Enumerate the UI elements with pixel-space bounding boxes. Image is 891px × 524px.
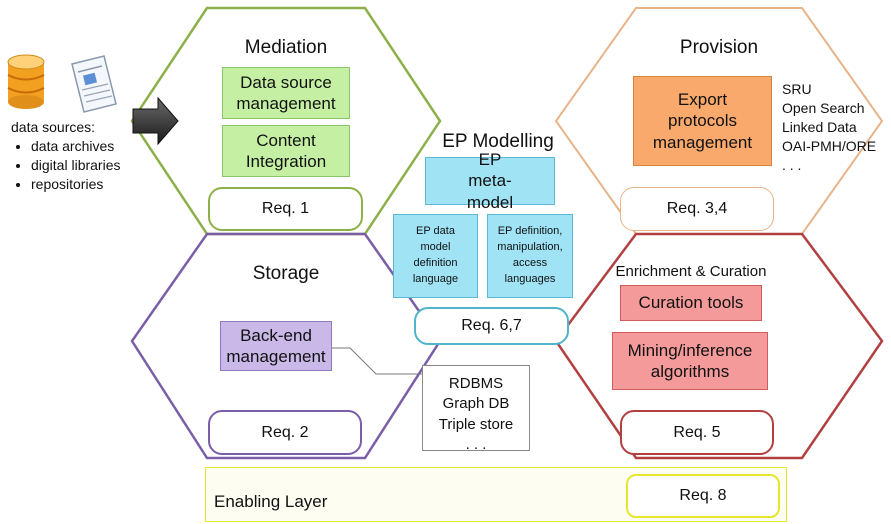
enabling-layer-title: Enabling Layer: [214, 492, 328, 511]
list-item: . . .: [465, 435, 487, 453]
storage-title: Storage: [252, 263, 320, 284]
req-8-badge: Req. 8: [626, 474, 780, 518]
data-source-management-box: Data source management: [222, 67, 350, 119]
list-item: RDBMS: [448, 375, 504, 392]
list-item: digital libraries: [31, 156, 131, 175]
storage-hexagon: [130, 232, 442, 460]
enrichment-title: Enrichment & Curation: [615, 263, 767, 280]
curation-tools-box: Curation tools: [620, 285, 762, 321]
req-1-badge: Req. 1: [208, 187, 363, 231]
ep-modelling-title: EP Modelling: [442, 131, 554, 152]
list-item: Triple store: [438, 415, 514, 433]
backend-connector: [330, 347, 422, 375]
req-3-4-badge: Req. 3,4: [620, 187, 774, 231]
export-protocols-box: Export protocols management: [633, 76, 772, 166]
mediation-title: Mediation: [244, 37, 328, 58]
document-icon: [71, 55, 117, 113]
input-arrow: [132, 96, 179, 146]
protocol-list: SRU Open Search Linked Data OAI-PMH/ORE …: [782, 80, 888, 174]
req-2-badge: Req. 2: [208, 410, 362, 455]
ep-definition-languages-box: EP definition, manipulation, access lang…: [487, 214, 573, 298]
list-item: OAI-PMH/ORE: [782, 137, 877, 154]
mining-inference-box: Mining/inference algorithms: [612, 332, 768, 390]
list-item: SRU: [782, 81, 812, 97]
list-item: Graph DB: [442, 395, 510, 413]
req-6-7-badge: Req. 6,7: [414, 307, 569, 345]
back-end-management-box: Back-end management: [220, 321, 332, 371]
provision-title: Provision: [679, 37, 759, 58]
ep-meta-model-box: EP meta-model: [425, 150, 555, 212]
data-sources-heading: data sources:: [11, 119, 96, 135]
data-sources-block: data sources: data archives digital libr…: [11, 118, 131, 194]
content-integration-box: Content Integration: [222, 125, 350, 177]
ep-data-model-language-box: EP data model definition language: [393, 214, 478, 298]
data-sources-list: data archives digital libraries reposito…: [11, 137, 131, 194]
database-icon: [7, 54, 45, 109]
backend-list: RDBMS Graph DB Triple store . . .: [422, 365, 530, 453]
req-5-badge: Req. 5: [620, 410, 774, 455]
list-item: Linked Data: [782, 118, 857, 135]
list-item: Open Search: [782, 99, 865, 116]
list-item: . . .: [782, 156, 802, 173]
list-item: data archives: [31, 137, 131, 156]
list-item: repositories: [31, 175, 131, 194]
